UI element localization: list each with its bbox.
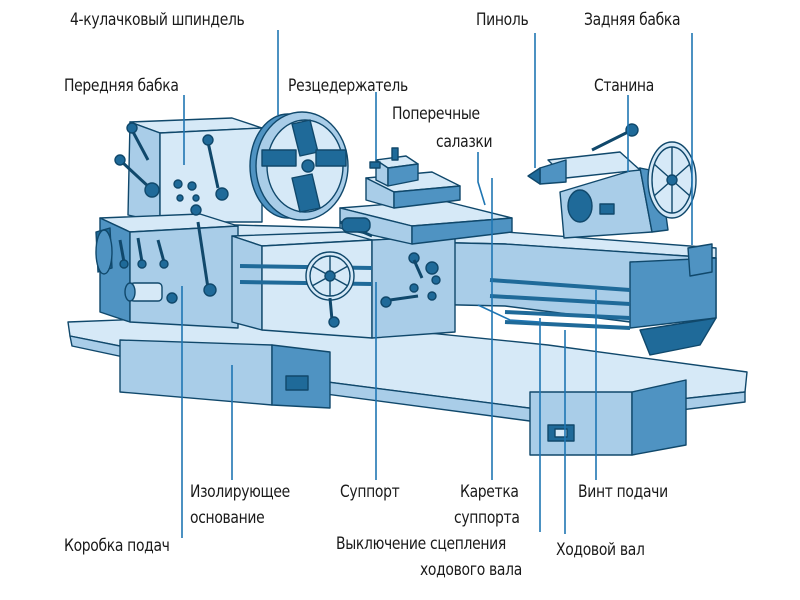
- lathe-base: [67, 314, 748, 456]
- label-headstock: Передняя бабка: [64, 76, 179, 96]
- leader-clutch-lever: [477, 304, 541, 323]
- label-feed-shaft: Ходовой вал: [556, 540, 645, 560]
- leader-cross-slide: [477, 152, 486, 206]
- label-toolholder: Резцедержатель: [288, 76, 408, 96]
- label-base-line2: основание: [190, 508, 265, 528]
- label-tailstock: Задняя бабка: [584, 10, 681, 30]
- label-clutch-line1: Выключение сцепления: [336, 534, 506, 554]
- label-carriage-line2: суппорта: [454, 508, 520, 528]
- label-bed: Станина: [594, 76, 654, 96]
- label-lead-screw: Винт подачи: [578, 482, 668, 502]
- headstock: [95, 117, 263, 329]
- label-cross-slide-line1: Поперечные: [392, 104, 480, 124]
- label-carriage-line1: Каретка: [460, 482, 519, 502]
- label-spindle: 4-кулачковый шпиндель: [70, 10, 245, 30]
- cross-slide: [339, 171, 513, 245]
- leader-lines: [181, 30, 693, 538]
- carriage-apron: [231, 231, 456, 339]
- label-base-line1: Изолирующее: [190, 482, 290, 502]
- label-clutch-line2: ходового вала: [420, 560, 522, 580]
- label-cross-slide-line2: салазки: [436, 132, 493, 152]
- label-gearbox: Коробка подач: [64, 536, 170, 556]
- label-carriage-support: Суппорт: [340, 482, 400, 502]
- tailstock: [527, 123, 713, 277]
- tool-holder: [369, 147, 419, 187]
- four-jaw-chuck: [249, 111, 349, 221]
- label-quill: Пиноль: [476, 10, 529, 30]
